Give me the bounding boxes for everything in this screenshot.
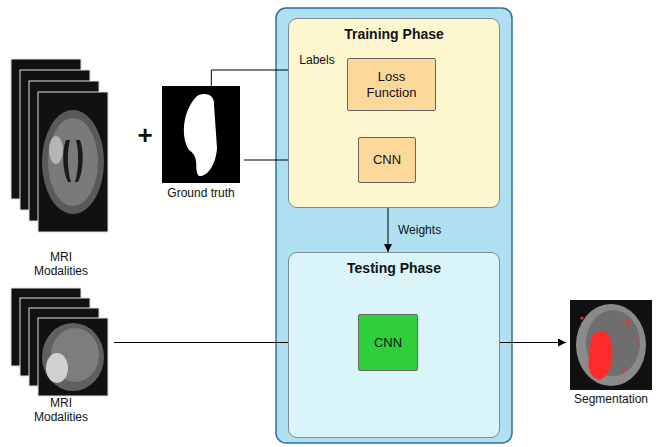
segmentation-background <box>570 300 652 390</box>
box-label: CNN <box>373 152 401 168</box>
box-label: CNN <box>374 335 402 351</box>
image-node: MRI Modalities <box>8 58 114 278</box>
mri-slice <box>38 92 108 232</box>
outer-panel <box>276 8 512 443</box>
segment-dot <box>626 320 630 324</box>
process-box: CNN <box>358 314 418 371</box>
mask-background <box>162 86 240 183</box>
brain <box>576 304 646 386</box>
image-caption: Segmentation <box>566 392 656 406</box>
mri-stack-top <box>11 59 108 232</box>
tumor-segment <box>588 331 612 380</box>
brain <box>42 110 104 214</box>
process-box: Loss Function <box>347 58 436 111</box>
segment-dot <box>580 316 583 319</box>
panel-title: Training Phase <box>289 19 499 42</box>
box-label: Loss Function <box>360 69 424 101</box>
image-node: Ground truth <box>158 86 244 200</box>
ventricle <box>75 140 83 182</box>
brain <box>42 323 104 391</box>
image-node: Segmentation <box>566 298 656 406</box>
mri-stack-bottom <box>11 288 108 396</box>
image-caption: Ground truth <box>158 186 244 200</box>
segment-dot <box>622 368 625 371</box>
lesion <box>49 136 63 164</box>
panel-title: Testing Phase <box>289 253 499 276</box>
mri-slice <box>38 318 108 396</box>
image-caption: MRI Modalities <box>24 396 98 424</box>
phase-panel: Training PhaseLoss FunctionCNN <box>288 18 500 208</box>
process-box: CNN <box>358 137 416 183</box>
ground-truth-image <box>162 86 240 183</box>
image-caption: MRI Modalities <box>24 250 98 278</box>
tumor <box>46 353 68 383</box>
edge-label: Labels <box>299 53 334 67</box>
ventricle <box>63 140 71 182</box>
brain-tissue <box>48 118 98 206</box>
image-node: MRI Modalities <box>8 284 114 424</box>
segment-dot <box>635 338 638 341</box>
arrow-connector <box>388 208 389 252</box>
edge-label: Weights <box>398 223 441 237</box>
combine-sign: + <box>137 121 152 149</box>
phase-panel: Testing PhaseCNN <box>288 252 500 438</box>
tumor-mask <box>184 94 217 176</box>
segmentation-image <box>570 300 652 390</box>
